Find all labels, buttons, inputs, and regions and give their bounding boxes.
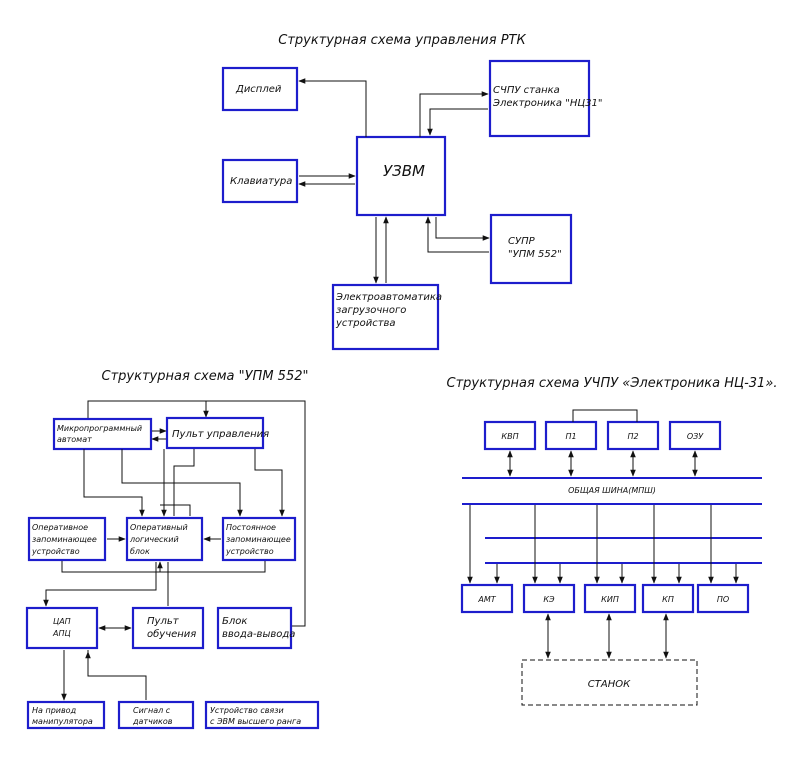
supr-label-1: СУПР	[508, 236, 536, 247]
bus-to-bottom-connectors	[467, 505, 739, 584]
sensor-label-2: датчиков	[132, 717, 173, 726]
ram-label-3: устройство	[31, 547, 80, 556]
p2-box	[606, 420, 660, 451]
loader-label-3: устройства	[335, 318, 396, 329]
ram-label-2: запоминающее	[32, 535, 97, 544]
display-box	[221, 66, 299, 112]
drive-label-2: манипулятора	[32, 717, 93, 726]
chpu-to-uevm-line	[427, 108, 488, 136]
kp-box	[641, 583, 695, 614]
logic-label-2: логический	[129, 535, 179, 544]
kp-label: КП	[662, 595, 674, 604]
control-panel-label: Пульт управления	[172, 429, 269, 440]
teach-label-1: Пульт	[147, 616, 180, 627]
keyboard-box	[221, 158, 299, 204]
logic-feedback-line	[160, 504, 191, 516]
uevm-to-supr-line	[435, 217, 490, 241]
control-panel-box	[165, 416, 265, 450]
diagram-1-rtk: Структурная схема управления РТК Дисплей…	[221, 33, 602, 351]
po-label: ПО	[717, 595, 729, 604]
ke-label: КЭ	[543, 595, 555, 604]
p1-box	[544, 420, 598, 451]
p1-label: П1	[565, 432, 576, 441]
logic-block-box	[125, 516, 204, 562]
kvp-box	[483, 420, 537, 451]
drive-label-1: На привод	[32, 706, 77, 715]
rom-box	[221, 516, 297, 562]
micro-to-logic-line	[83, 449, 145, 517]
drive-box	[26, 700, 106, 730]
micro-label-2: автомат	[57, 435, 92, 444]
diagram-2-upm552: Структурная схема "УПМ 552" Микропрограм…	[25, 369, 320, 730]
link-label-2: с ЭВМ высшего ранга	[210, 717, 301, 726]
loader-label-1: Электроавтоматика	[335, 292, 442, 303]
link-label-1: Устройство связи	[210, 706, 284, 715]
dac-label-1: ЦАП	[53, 617, 71, 626]
common-bus-label: ОБЩАЯ ШИНА(МПШ)	[568, 486, 656, 495]
panel-to-rom-line	[254, 449, 285, 517]
diagram-3-nc31: Структурная схема УЧПУ «Электроника НЦ-3…	[447, 376, 778, 706]
amt-box	[460, 583, 514, 614]
machine-box	[521, 659, 698, 706]
uevm-box	[355, 135, 447, 217]
display-label: Дисплей	[235, 84, 282, 95]
amt-label: АМТ	[477, 595, 496, 604]
logic-label-1: Оперативный	[130, 523, 188, 532]
panel-branch-line	[173, 449, 195, 516]
io-label-2: ввода-вывода	[222, 629, 295, 640]
diagram-2-title: Структурная схема "УПМ 552"	[102, 369, 309, 384]
diagram-1-title: Структурная схема управления РТК	[278, 33, 526, 48]
upm-top-bus-line	[87, 400, 306, 627]
middle-bottom-bus-line	[61, 561, 266, 573]
teach-label-2: обучения	[147, 628, 196, 640]
sensor-label-1: Сигнал с	[133, 706, 171, 715]
uevm-label: УЗВМ	[383, 162, 425, 180]
keyboard-label: Клавиатура	[230, 176, 292, 187]
micro-label-1: Микропрограммный	[57, 424, 142, 433]
uevm-to-display-line	[298, 78, 367, 137]
rom-label-2: запоминающее	[226, 535, 291, 544]
chpu-label-1: СЧПУ станка	[493, 85, 560, 96]
teach-panel-box	[131, 606, 205, 650]
p2-label: П2	[627, 432, 638, 441]
logic-to-dac-line	[43, 562, 157, 607]
po-box	[696, 583, 750, 614]
supr-to-uevm-line	[425, 216, 489, 253]
ke-box	[522, 583, 576, 614]
micro-to-rom-line	[121, 449, 243, 517]
ozu-label: ОЗУ	[687, 432, 704, 441]
link-box	[204, 700, 320, 730]
ram-box	[27, 516, 107, 562]
machine-label: СТАНОК	[588, 679, 631, 690]
chpu-label-2: Электроника "НЦ31"	[492, 98, 602, 109]
ram-label-1: Оперативное	[32, 523, 88, 532]
dac-adc-box	[25, 606, 99, 650]
rom-label-3: устройство	[225, 547, 274, 556]
dac-label-2: АПЦ	[52, 629, 71, 638]
logic-label-3: блок	[130, 547, 150, 556]
kip-label: КИП	[601, 595, 619, 604]
sensor-to-dac-line	[87, 650, 147, 700]
supr-label-2: "УПМ 552"	[508, 249, 562, 260]
loader-label-2: загрузочного	[336, 305, 406, 316]
p1-p2-link-line	[572, 409, 638, 422]
chpu-box	[488, 59, 591, 138]
micro-automaton-box	[52, 417, 153, 451]
diagram-3-title: Структурная схема УЧПУ «Электроника НЦ-3…	[447, 376, 778, 391]
sensor-box	[117, 700, 195, 730]
io-block-box	[216, 606, 293, 650]
ozu-box	[668, 420, 722, 451]
kip-box	[583, 583, 637, 614]
kvp-label: КВП	[501, 432, 518, 441]
uevm-to-chpu-line	[419, 91, 489, 137]
supr-box	[489, 213, 573, 285]
rom-label-1: Постоянное	[226, 523, 276, 532]
loader-box	[331, 283, 440, 351]
io-label-1: Блок	[222, 616, 247, 627]
